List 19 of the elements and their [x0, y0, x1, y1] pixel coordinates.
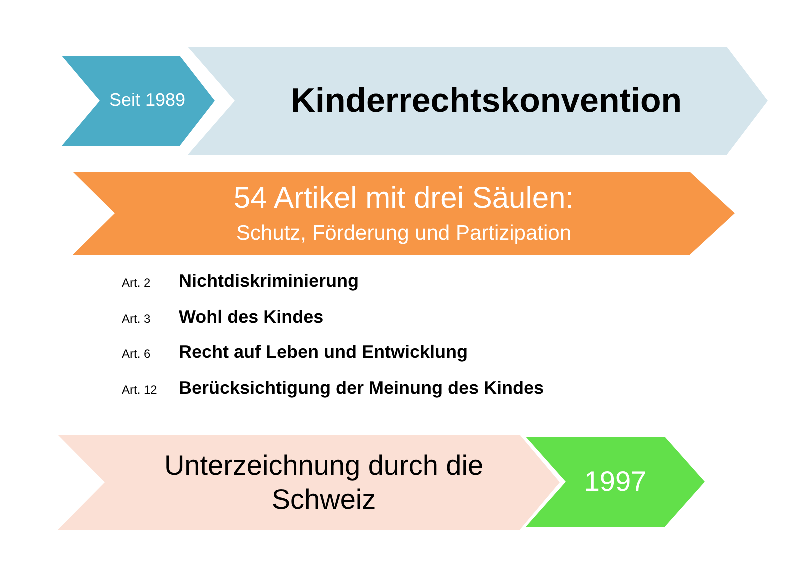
subheading-text: Schutz, Förderung und Partizipation: [236, 220, 572, 246]
chevron-label: Seit 1989: [109, 90, 186, 112]
chevron-label: Unterzeichnung durch die Schweiz: [163, 448, 485, 516]
article-number: Art. 2: [122, 276, 151, 290]
article-number: Art. 3: [122, 312, 151, 326]
chevron-banner: [62, 56, 215, 146]
article-title: Berücksichtigung der Meinung des Kindes: [179, 378, 544, 399]
chevron-label: 1997: [584, 465, 647, 499]
chevron-banner: [188, 47, 768, 155]
chevron-banner: [73, 172, 735, 255]
article-number: Art. 12: [122, 383, 158, 397]
heading-text: 54 Artikel mit drei Säulen:: [234, 180, 574, 217]
article-title: Recht auf Leben und Entwicklung: [179, 342, 468, 363]
chevron-banner: [58, 435, 560, 530]
chevron-banner: [526, 437, 705, 527]
article-number: Art. 6: [122, 347, 151, 361]
chevron-label: Kinderrechtskonvention: [290, 80, 682, 122]
article-title: Nichtdiskriminierung: [179, 271, 360, 292]
article-title: Wohl des Kindes: [179, 307, 324, 328]
